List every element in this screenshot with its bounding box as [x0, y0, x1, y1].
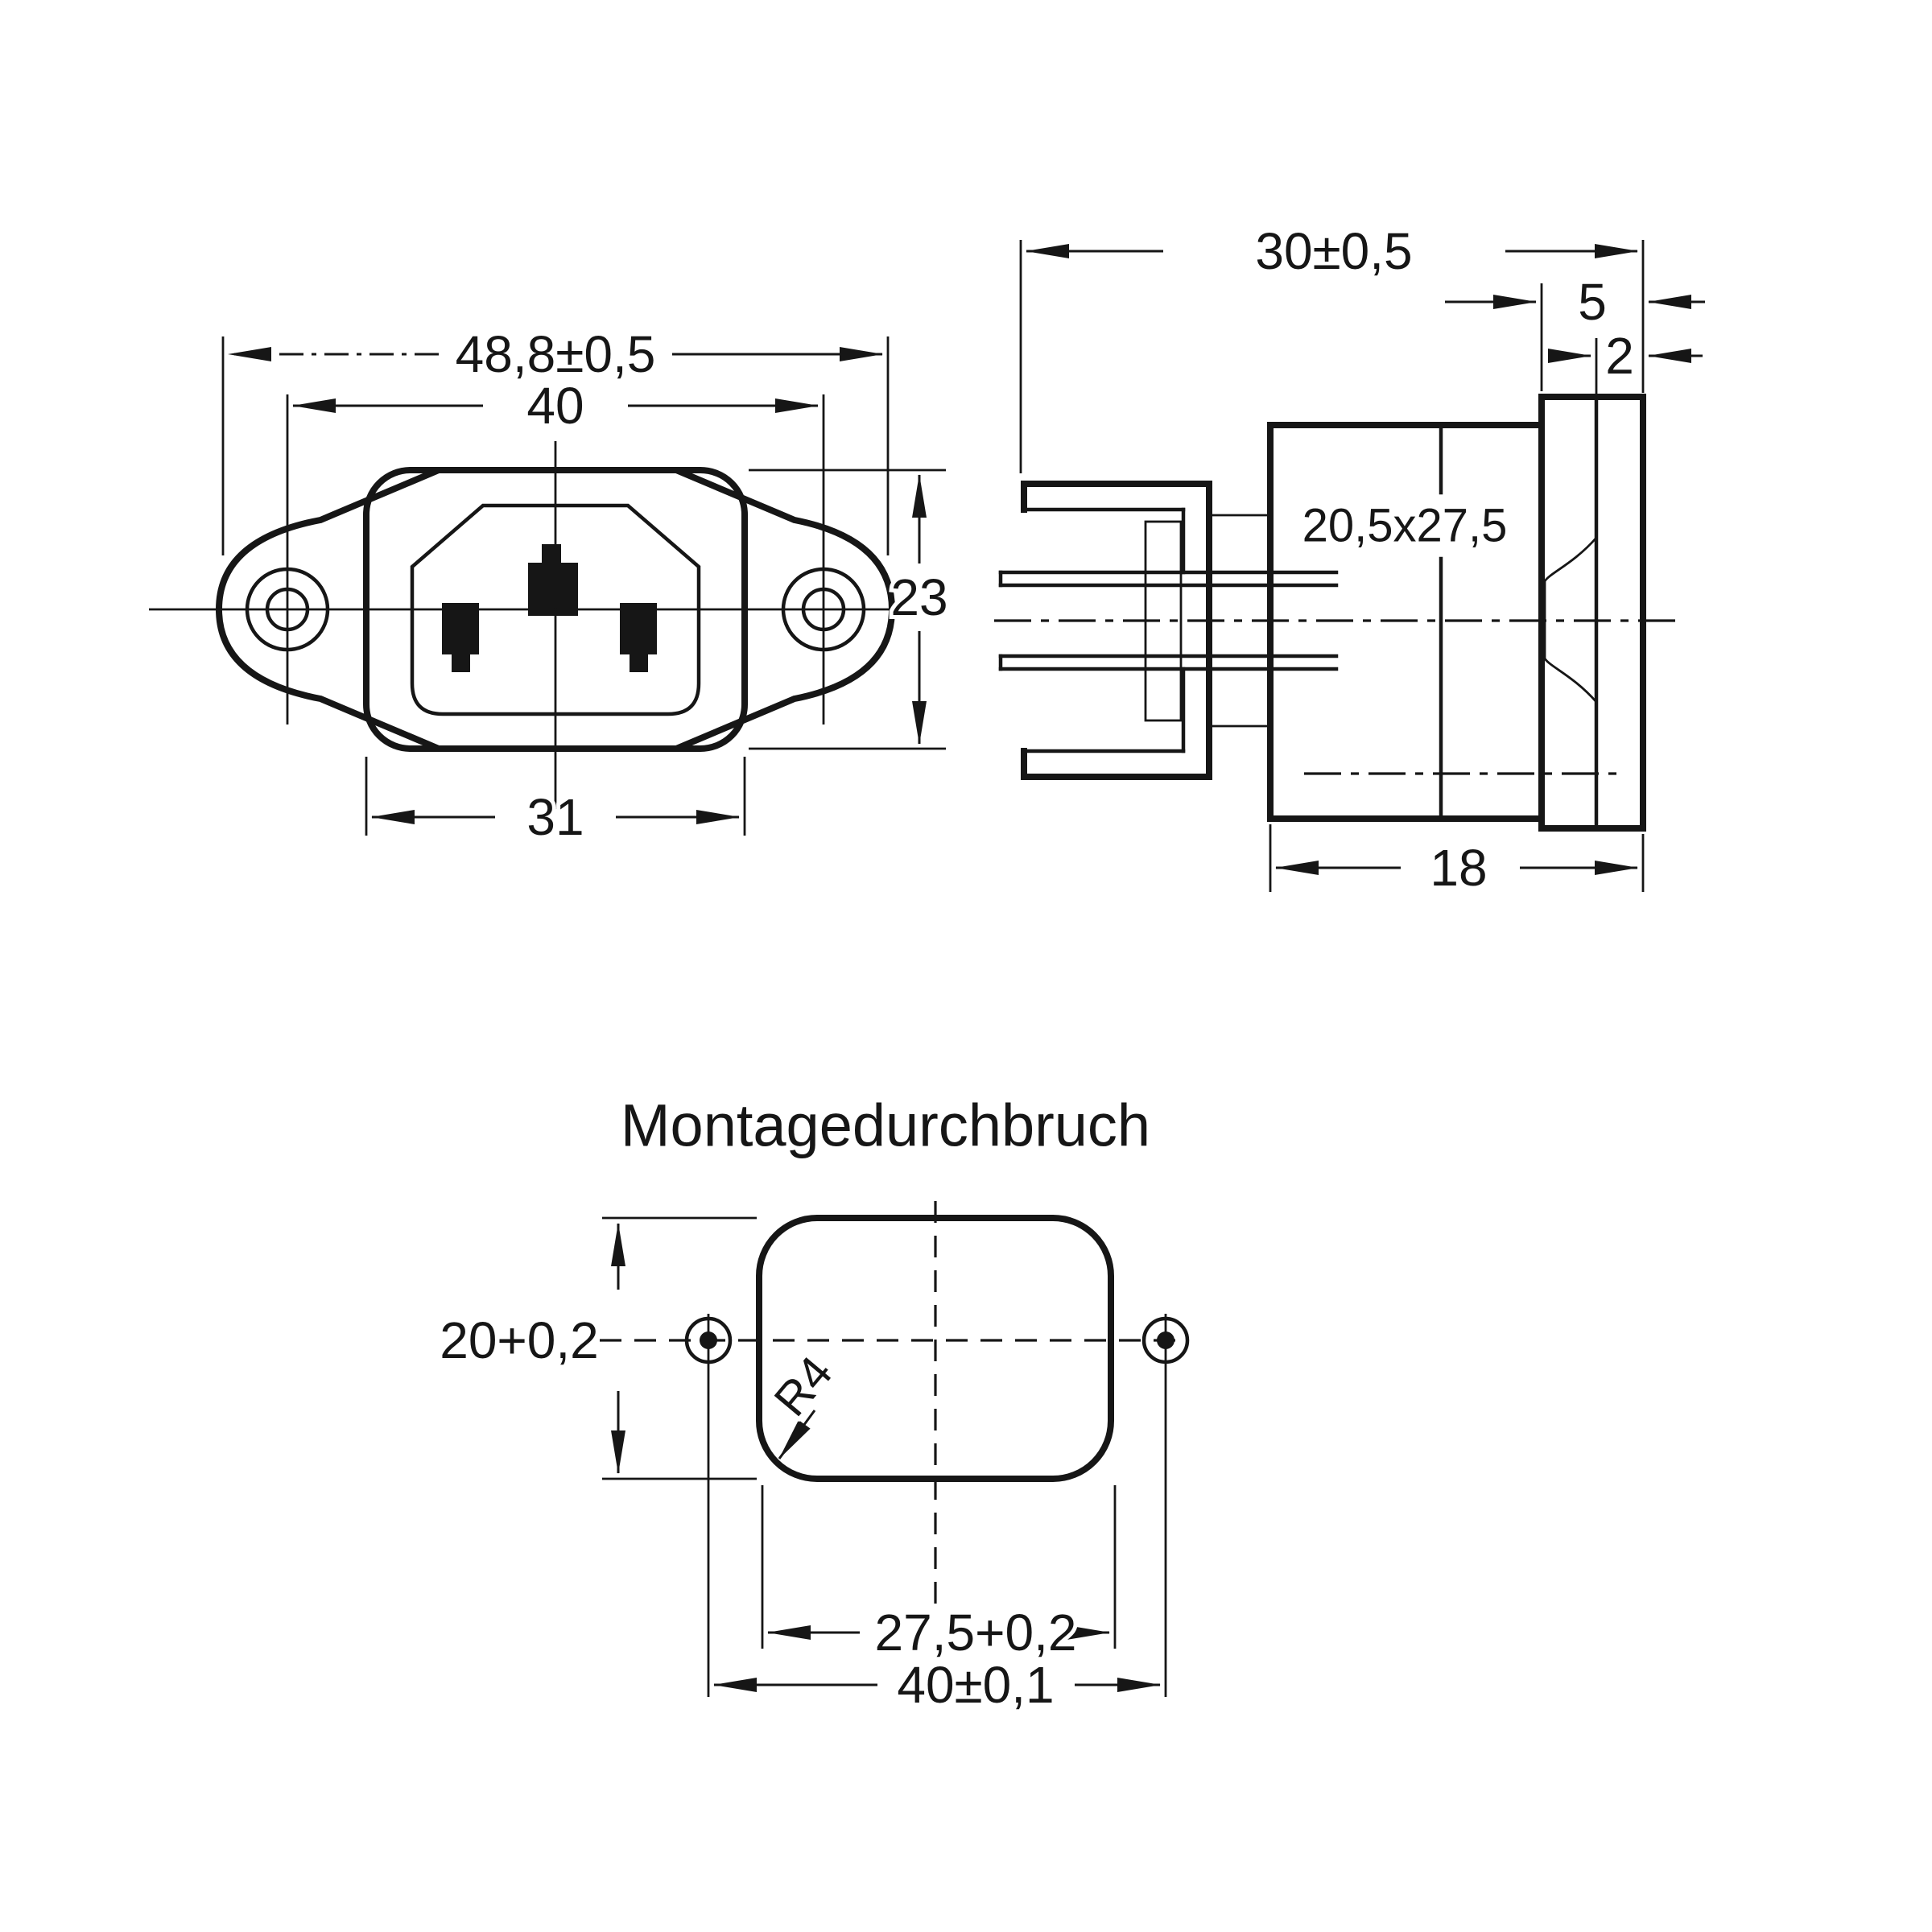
- dim-flange-width: 5: [1445, 269, 1705, 391]
- dim-hole-spacing-label: 40: [526, 377, 584, 435]
- dim-overall-depth: 30±0,5: [1019, 218, 1645, 473]
- cutout-hole-left-outer: [684, 1316, 733, 1364]
- dim-body-width-label: 31: [526, 788, 584, 846]
- dim-cutout-width-label: 27,5+0,2: [875, 1604, 1077, 1662]
- earth-pin-body: [528, 563, 578, 616]
- dim-corner-radius-label: R4: [764, 1347, 842, 1426]
- live-pin: [442, 603, 479, 672]
- dim-body-depth: 18: [1269, 824, 1645, 901]
- earth-pin: [528, 544, 578, 616]
- radius-leader: [778, 1410, 816, 1459]
- neutral-pin: [620, 603, 657, 672]
- dim-rear-offset: 2: [1548, 323, 1703, 394]
- dim-rear-offset-label: 2: [1605, 327, 1634, 385]
- dim-height-label: 23: [890, 568, 947, 626]
- front-recess: [410, 503, 701, 716]
- side-view: 20,5x27,5 30±0,5 5 2: [994, 218, 1705, 901]
- side-flange: [1538, 394, 1646, 832]
- side-body-size-label: 20,5x27,5: [1302, 500, 1508, 552]
- cutout-view: Montagedurchbruch 20+0,2 R4: [436, 1088, 1190, 1718]
- neutral-pin-tip: [630, 654, 648, 672]
- cutout-hole-left: [684, 1314, 733, 1697]
- dim-cutout-height: 20+0,2: [436, 1216, 757, 1480]
- cutout-hole-right-inner: [1157, 1331, 1174, 1349]
- cutout-hole-right-outer: [1141, 1316, 1190, 1364]
- dim-overall-width: 48,8±0,5: [221, 321, 890, 555]
- cutout-heading: Montagedurchbruch: [621, 1092, 1150, 1159]
- side-terminals: [998, 570, 1339, 671]
- front-view: 48,8±0,5 40 23 31: [149, 321, 952, 850]
- earth-pin-tip: [542, 544, 561, 565]
- cutout-hole-right: [1141, 1314, 1190, 1697]
- dim-cutout-hole-spacing: 40±0,1: [713, 1652, 1161, 1718]
- dim-cutout-hole-spacing-label: 40±0,1: [897, 1656, 1054, 1714]
- live-pin-tip: [452, 654, 470, 672]
- dim-overall-depth-label: 30±0,5: [1255, 222, 1412, 280]
- dim-corner-radius: R4: [760, 1343, 847, 1459]
- live-pin-body: [442, 603, 479, 654]
- dim-height: 23: [749, 469, 952, 750]
- cutout-hole-left-inner: [700, 1331, 717, 1349]
- dim-overall-width-label: 48,8±0,5: [456, 325, 656, 383]
- dim-cutout-width: 27,5+0,2: [761, 1485, 1117, 1666]
- neutral-pin-body: [620, 603, 657, 654]
- dim-body-depth-label: 18: [1430, 839, 1487, 897]
- dim-hole-spacing: 40: [292, 373, 819, 439]
- dim-cutout-height-label: 20+0,2: [440, 1311, 599, 1369]
- dim-body-width: 31: [365, 757, 746, 850]
- dim-flange-width-label: 5: [1578, 273, 1607, 331]
- side-shroud: [1021, 481, 1212, 780]
